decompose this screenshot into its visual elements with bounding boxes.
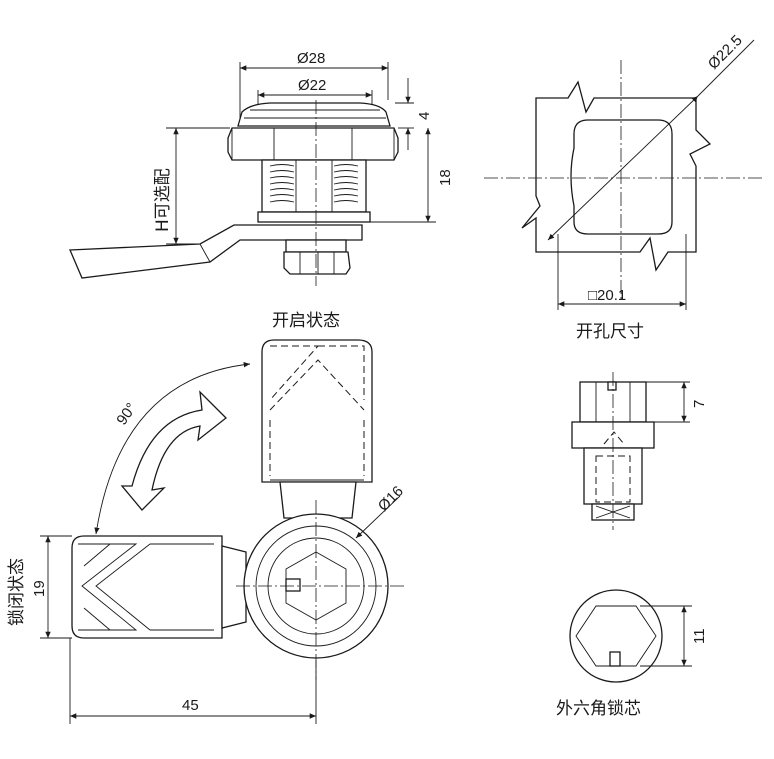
dim-diameter-16: Ø16 xyxy=(375,483,407,515)
dim-45: 45 xyxy=(182,697,199,714)
open-state-label: 开启状态 xyxy=(272,311,340,331)
closed-state-label: 锁闭状态 xyxy=(7,558,27,626)
hex-core-end-view: 11 外六角锁芯 xyxy=(556,589,708,719)
side-view: Ø28 Ø22 xyxy=(69,50,454,286)
dim-18: 18 xyxy=(437,169,454,186)
angle-90: 90° xyxy=(113,400,140,428)
dim-diameter-22-5: Ø22.5 xyxy=(705,32,746,73)
dim-11: 11 xyxy=(691,628,708,644)
cutout-view: Ø22.5 □20.1 开孔尺寸 xyxy=(484,32,764,342)
dim-4: 4 xyxy=(416,112,433,120)
dim-diameter-22: Ø22 xyxy=(298,77,326,94)
dim-19: 19 xyxy=(31,580,48,597)
dim-diameter-28: Ø28 xyxy=(297,50,325,67)
dim-square-20-1: □20.1 xyxy=(588,287,626,304)
rotation-view: 开启状态 Ø16 90° xyxy=(7,311,407,724)
cutout-label: 开孔尺寸 xyxy=(576,322,644,342)
dim-7: 7 xyxy=(691,400,708,408)
dim-h-optional: H可选配 xyxy=(153,168,173,232)
lock-core-side-view: 7 xyxy=(571,372,708,530)
hex-core-label: 外六角锁芯 xyxy=(556,699,641,719)
